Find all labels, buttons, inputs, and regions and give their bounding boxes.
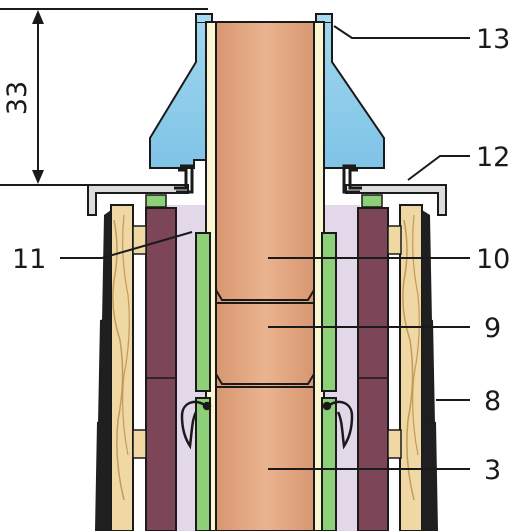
- brick-cap-right: [361, 194, 383, 208]
- brick-wall-right: [357, 207, 389, 531]
- brick-wall-left: [145, 207, 177, 531]
- callout-12: 12: [407, 142, 510, 181]
- callout-9: 9: [268, 313, 501, 344]
- flue-pipe: [215, 21, 315, 531]
- label-3: 3: [484, 455, 501, 486]
- collar-clip-right: [342, 164, 362, 194]
- callout-13: 13: [333, 24, 510, 55]
- label-11: 11: [12, 244, 46, 275]
- label-8: 8: [484, 386, 501, 417]
- spring-hook-right: [322, 400, 354, 450]
- dimension-33: 33: [0, 8, 208, 186]
- collar-clip-left: [174, 164, 194, 194]
- callout-8: 8: [436, 386, 501, 417]
- label-10: 10: [476, 244, 510, 275]
- slates-right: [422, 210, 438, 531]
- callout-3: 3: [268, 455, 501, 486]
- label-13: 13: [476, 24, 510, 55]
- green-sleeve-right: [321, 232, 337, 531]
- label-9: 9: [484, 313, 501, 344]
- green-sleeve-left: [195, 232, 211, 531]
- timber-right: [387, 204, 423, 531]
- callout-11: 11: [12, 231, 193, 275]
- callout-10: 10: [268, 244, 510, 275]
- dimension-label: 33: [2, 81, 33, 115]
- brick-cap-left: [145, 194, 167, 208]
- label-12: 12: [476, 142, 510, 173]
- slates-left: [95, 210, 111, 531]
- spring-hook-left: [180, 400, 212, 450]
